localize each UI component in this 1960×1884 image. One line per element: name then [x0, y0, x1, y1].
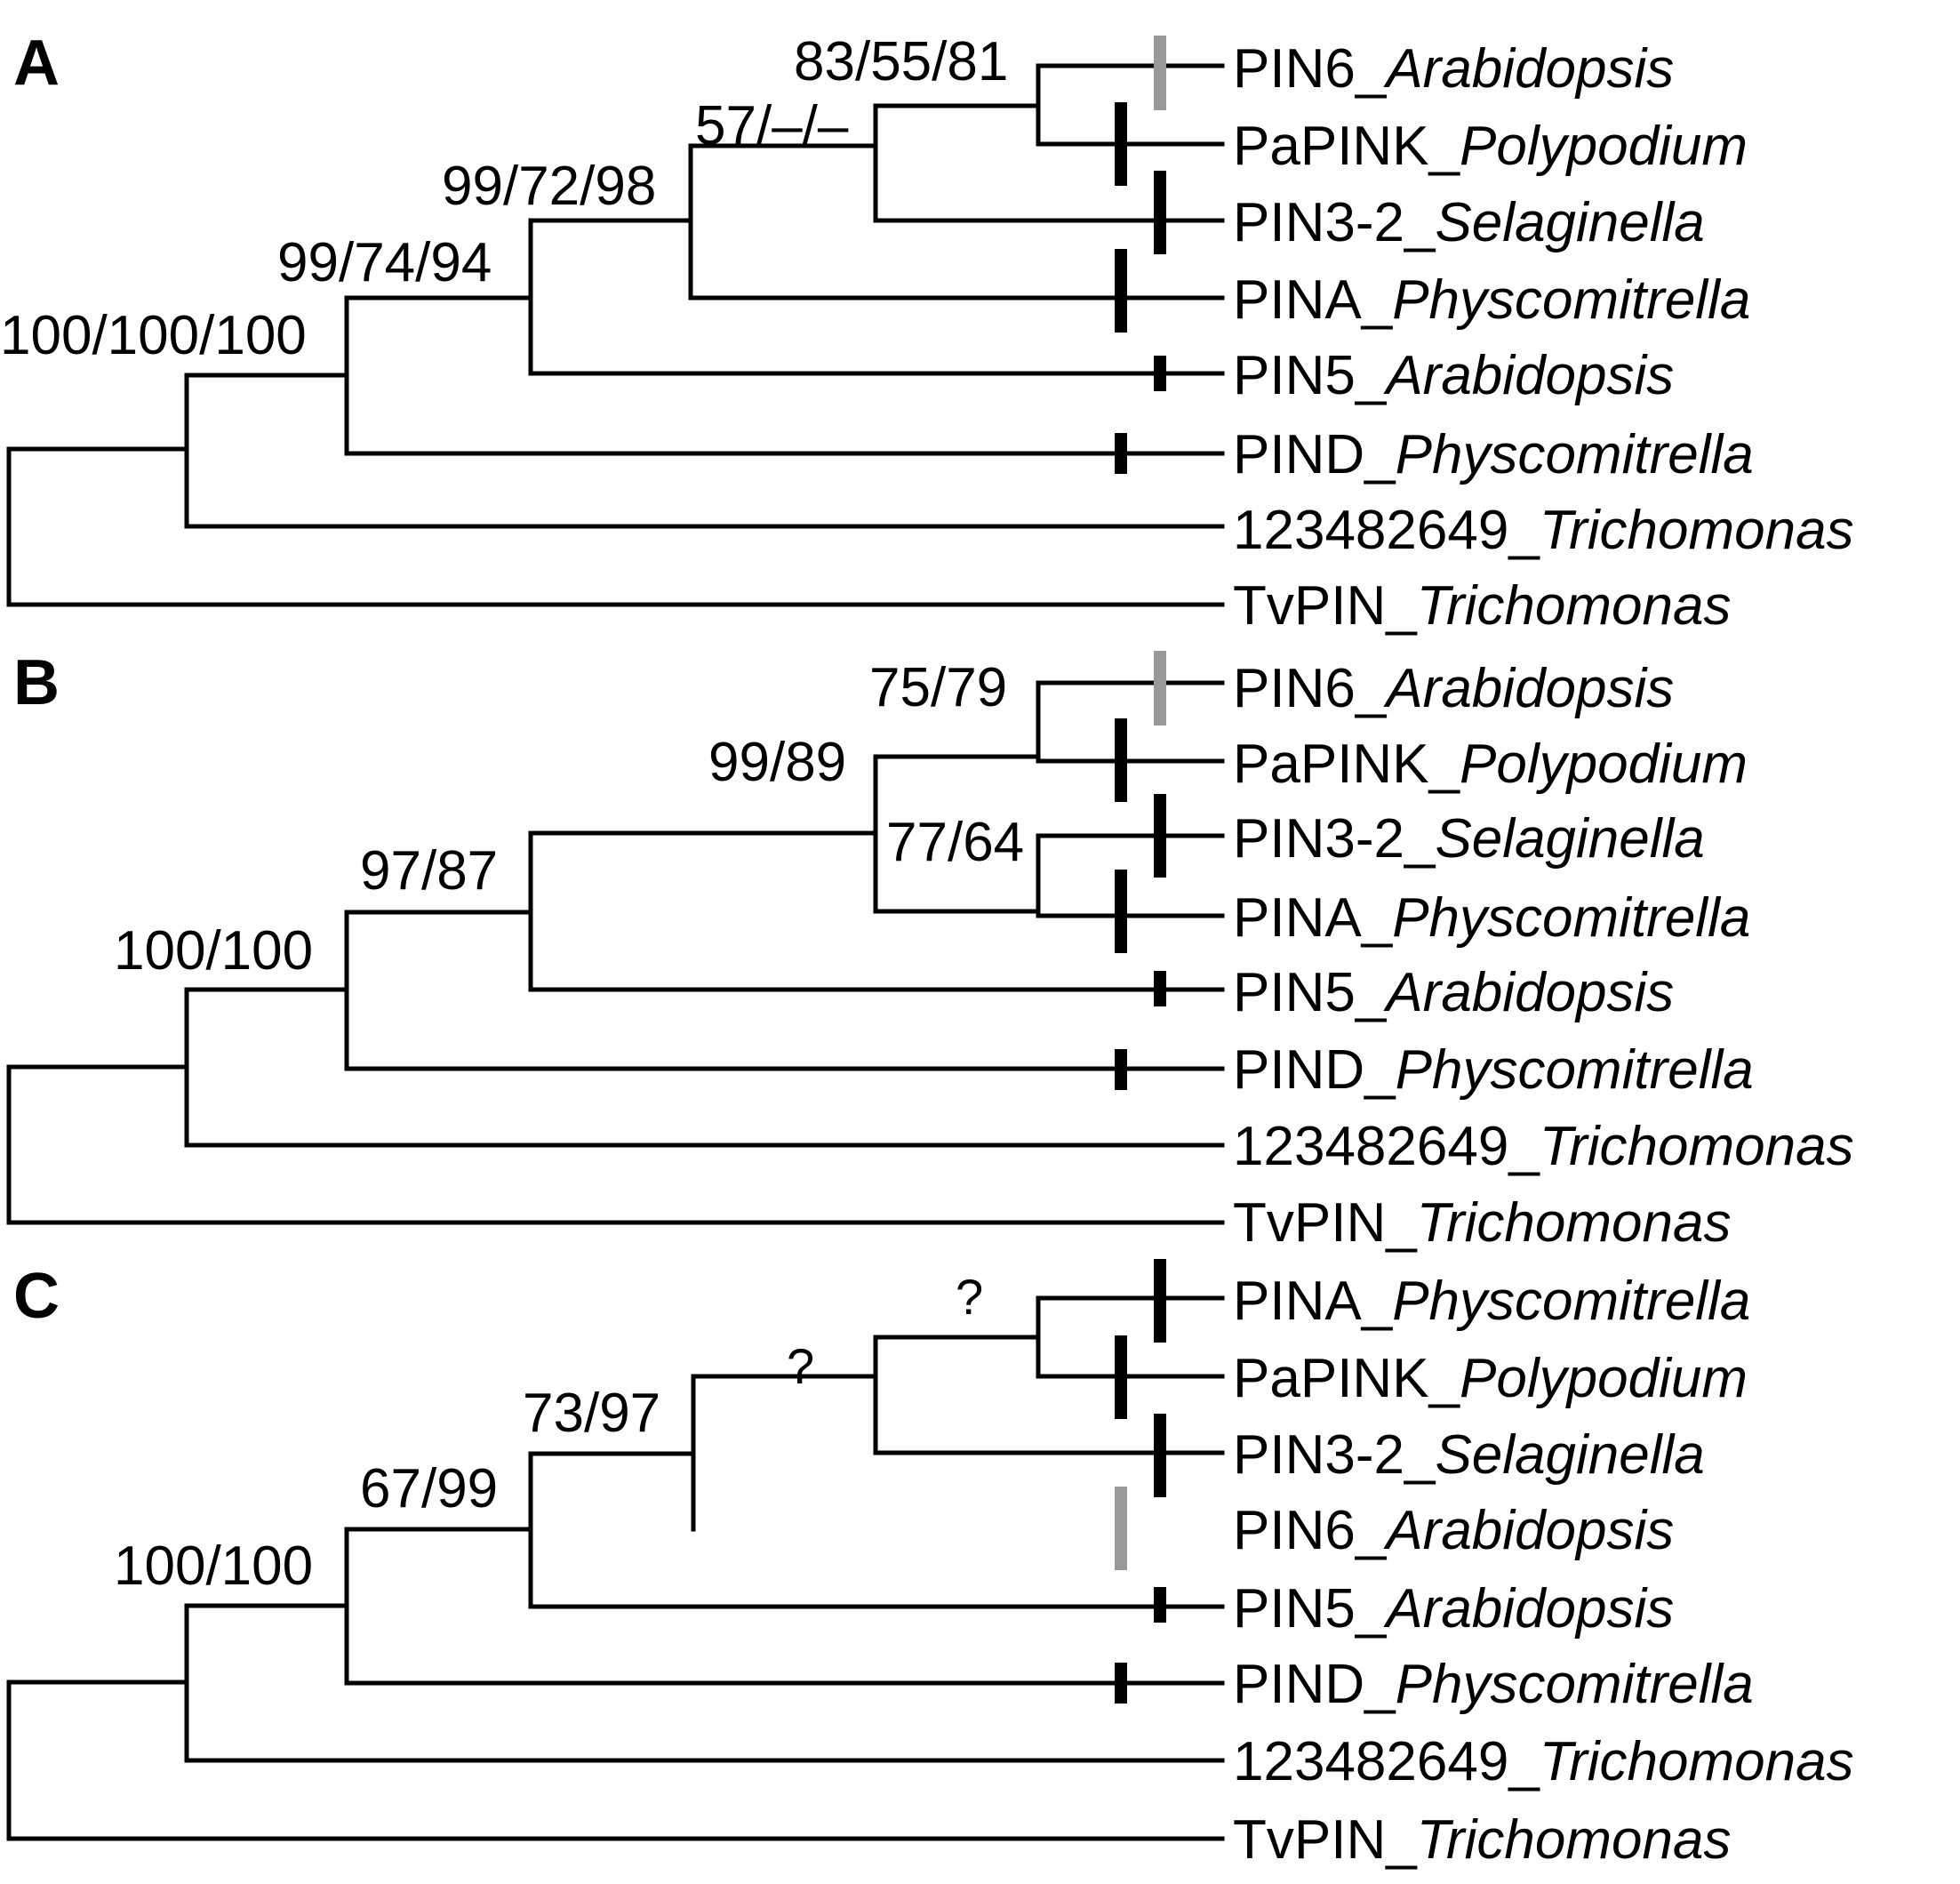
tip-label: PIN5_Arabidopsis	[1233, 1578, 1674, 1639]
support-value: 99/72/98	[442, 156, 656, 217]
tip-label: PINA_Physcomitrella	[1233, 269, 1750, 331]
tip-label: TvPIN_Trichomonas	[1233, 1192, 1731, 1254]
support-value: 99/74/94	[277, 232, 492, 293]
support-value: 57/–/–	[695, 95, 849, 156]
tip-label: PaPINK_Polypodium	[1233, 734, 1748, 795]
panel-label-a: A	[13, 28, 60, 99]
gray-mark	[1115, 1487, 1127, 1570]
tip-label: PINA_Physcomitrella	[1233, 887, 1750, 949]
tree-branches-c	[6, 1295, 1225, 1841]
dark-mark	[1154, 794, 1166, 878]
gray-mark	[1154, 36, 1166, 110]
tip-label: 123482649_Trichomonas	[1233, 1731, 1854, 1792]
tip-label: 123482649_Trichomonas	[1233, 1116, 1854, 1177]
dark-mark	[1115, 870, 1127, 953]
tip-label: PIN3-2_Selaginella	[1233, 1424, 1705, 1486]
panel-c: C 100/100 67/99 73/97 ? ? PINA_Physcomit…	[6, 1259, 1854, 1871]
dark-short-mark	[1154, 356, 1166, 391]
panel-b: B 100/100 97/87 99/89 75/79 77/64 PIN6_A…	[6, 647, 1854, 1254]
support-value: 100/100	[114, 920, 313, 982]
dark-short-mark	[1154, 1587, 1166, 1623]
tip-label: PIND_Physcomitrella	[1233, 1039, 1754, 1101]
tip-label: 123482649_Trichomonas	[1233, 500, 1854, 561]
support-value: 75/79	[869, 657, 1007, 718]
support-value: 97/87	[360, 840, 498, 902]
dark-mark	[1115, 718, 1127, 802]
support-value: 100/100	[114, 1535, 313, 1597]
panel-label-b: B	[13, 647, 60, 718]
support-value: 100/100/100	[0, 305, 307, 366]
dark-mark	[1115, 102, 1127, 186]
dark-short-mark	[1115, 1663, 1127, 1704]
support-value: 83/55/81	[794, 31, 1008, 92]
tip-label: PIN5_Arabidopsis	[1233, 345, 1674, 406]
tip-label: PIN6_Arabidopsis	[1233, 1500, 1674, 1561]
dark-mark	[1154, 1259, 1166, 1343]
tip-labels-b: PIN6_Arabidopsis PaPINK_Polypodium PIN3-…	[1233, 658, 1854, 1254]
dark-short-mark	[1115, 433, 1127, 474]
tip-labels-c: PINA_Physcomitrella PaPINK_Polypodium PI…	[1233, 1271, 1854, 1871]
tip-label: PIN3-2_Selaginella	[1233, 808, 1705, 870]
tip-label: PaPINK_Polypodium	[1233, 1348, 1748, 1409]
tree-branches-b	[6, 680, 1225, 1225]
tip-label: TvPIN_Trichomonas	[1233, 575, 1731, 637]
dark-short-mark	[1115, 1049, 1127, 1090]
dark-short-mark	[1154, 971, 1166, 1006]
tip-label: PIN6_Arabidopsis	[1233, 658, 1674, 719]
support-value: ?	[956, 1269, 983, 1325]
support-value: 67/99	[360, 1458, 498, 1519]
support-value: ?	[787, 1338, 814, 1394]
dark-mark	[1115, 1335, 1127, 1419]
tree-branches-a	[6, 63, 1225, 607]
tip-labels-a: PIN6_Arabidopsis PaPINK_Polypodium PIN3-…	[1233, 38, 1854, 637]
tip-label: PIN3-2_Selaginella	[1233, 192, 1705, 253]
tip-label: PIND_Physcomitrella	[1233, 424, 1754, 485]
gray-mark	[1154, 651, 1166, 726]
tip-label: PaPINK_Polypodium	[1233, 116, 1748, 177]
tip-label: TvPIN_Trichomonas	[1233, 1809, 1731, 1871]
support-value: 77/64	[886, 812, 1024, 873]
tip-label: PIN6_Arabidopsis	[1233, 38, 1674, 100]
tip-label: PINA_Physcomitrella	[1233, 1271, 1750, 1332]
dark-mark	[1115, 249, 1127, 333]
panel-label-c: C	[13, 1261, 60, 1332]
tip-label: PIND_Physcomitrella	[1233, 1654, 1754, 1715]
dark-mark	[1154, 171, 1166, 254]
panel-a: A 100/100/100 99/74/94 99/72/98 57/–/– 8…	[0, 28, 1854, 637]
tip-label: PIN5_Arabidopsis	[1233, 962, 1674, 1023]
support-value: 99/89	[708, 732, 846, 793]
dark-mark	[1154, 1414, 1166, 1497]
support-value: 73/97	[523, 1383, 660, 1444]
